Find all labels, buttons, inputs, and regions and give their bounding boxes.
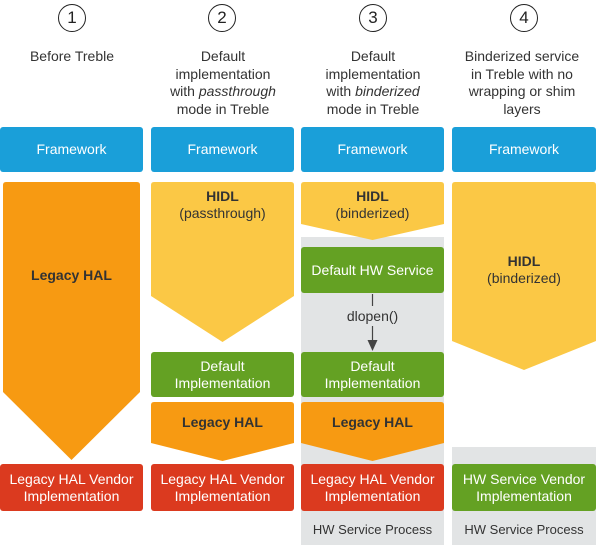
hidl-title-2: HIDL — [206, 188, 239, 204]
hidl-label-3: HIDL (binderized) — [301, 188, 444, 222]
caption-2-line-1: Default — [200, 48, 246, 64]
dlopen-arrowhead — [367, 340, 378, 351]
step-number-3: 3 — [359, 4, 387, 32]
caption-3: Default implementation with binderized m… — [298, 48, 448, 118]
hidl-passthrough-arrow-2 — [151, 182, 294, 342]
vendor-box-3-line-1: Legacy HAL Vendor — [310, 470, 435, 487]
caption-3-line-3: with binderized — [298, 83, 448, 101]
caption-2: Default implementation with passthrough … — [148, 48, 298, 118]
framework-box-2: Framework — [151, 127, 294, 172]
hidl-binderized-arrow-3 — [301, 182, 444, 240]
vendor-box-4-line-2: Implementation — [476, 487, 572, 504]
hidl-title-4: HIDL — [507, 253, 541, 269]
dlopen-label: dlopen() — [346, 308, 399, 324]
caption-2-line-3: with passthrough — [148, 83, 298, 101]
default-implementation-2-line-2: Implementation — [174, 374, 271, 391]
legacy-hal-label-2: Legacy HAL — [182, 414, 263, 430]
legacy-hal-label-3: Legacy HAL — [332, 414, 413, 430]
caption-1: Before Treble — [0, 48, 144, 66]
caption-4-line-1: Binderized service — [464, 48, 580, 64]
framework-box-1: Framework — [0, 127, 143, 172]
process-label-3: HW Service Process — [312, 522, 433, 537]
caption-2-with: with — [170, 83, 199, 99]
hidl-title-3: HIDL — [356, 188, 389, 204]
hidl-binderized-arrow-4 — [452, 182, 596, 370]
vendor-box-1-line-2: Implementation — [23, 487, 120, 504]
vendor-box-3-line-2: Implementation — [324, 487, 421, 504]
default-implementation-3-line-2: Implementation — [324, 374, 421, 391]
vendor-box-1-line-1: Legacy HAL Vendor — [9, 470, 134, 487]
caption-3-line-2: implementation — [325, 65, 421, 82]
caption-1-line-1: Before Treble — [29, 48, 115, 64]
caption-4: Binderized service in Treble with no wra… — [448, 48, 596, 118]
legacy-hal-arrow-1 — [3, 182, 140, 460]
framework-box-4: Framework — [452, 127, 596, 172]
caption-4-line-2: in Treble with no — [471, 65, 573, 82]
caption-3-with: with — [326, 83, 356, 99]
framework-box-3: Framework — [301, 127, 444, 172]
caption-3-line-4: mode in Treble — [326, 100, 420, 117]
caption-2-mode: passthrough — [198, 83, 276, 99]
caption-2-line-2: implementation — [175, 65, 271, 82]
legacy-hal-arrow-2 — [151, 402, 294, 461]
hidl-sub-4: (binderized) — [487, 270, 561, 286]
legacy-hal-label-1: Legacy HAL — [31, 267, 112, 283]
default-implementation-2-line-1: Default — [200, 357, 245, 374]
caption-3-line-1: Default — [350, 48, 396, 64]
step-number-1: 1 — [58, 4, 86, 32]
step-number-4: 4 — [510, 4, 538, 32]
vendor-box-1: Legacy HAL Vendor Implementation — [0, 464, 143, 511]
vendor-box-2-line-1: Legacy HAL Vendor — [160, 470, 285, 487]
process-label-4: HW Service Process — [464, 522, 584, 537]
default-hw-service-3: Default HW Service — [301, 247, 444, 293]
vendor-box-4-line-1: HW Service Vendor — [462, 470, 586, 487]
caption-4-line-3: wrapping or shim — [468, 83, 576, 99]
caption-4-line-4: layers — [503, 100, 541, 117]
vendor-box-2: Legacy HAL Vendor Implementation — [151, 464, 294, 511]
legacy-hal-arrow-3 — [301, 402, 444, 461]
default-implementation-3-line-1: Default — [350, 357, 395, 374]
hidl-label-2: HIDL (passthrough) — [151, 188, 294, 222]
default-implementation-2: Default Implementation — [151, 352, 294, 397]
vendor-box-2-line-2: Implementation — [174, 487, 271, 504]
hidl-sub-2: (passthrough) — [179, 205, 266, 221]
step-number-2: 2 — [208, 4, 236, 32]
hidl-label-4: HIDL (binderized) — [452, 253, 596, 287]
caption-3-mode: binderized — [355, 83, 420, 99]
hidl-sub-3: (binderized) — [335, 205, 410, 221]
vendor-box-4: HW Service Vendor Implementation — [452, 464, 596, 511]
default-implementation-3: Default Implementation — [301, 352, 444, 397]
vendor-box-3: Legacy HAL Vendor Implementation — [301, 464, 444, 511]
caption-2-line-4: mode in Treble — [176, 100, 270, 117]
